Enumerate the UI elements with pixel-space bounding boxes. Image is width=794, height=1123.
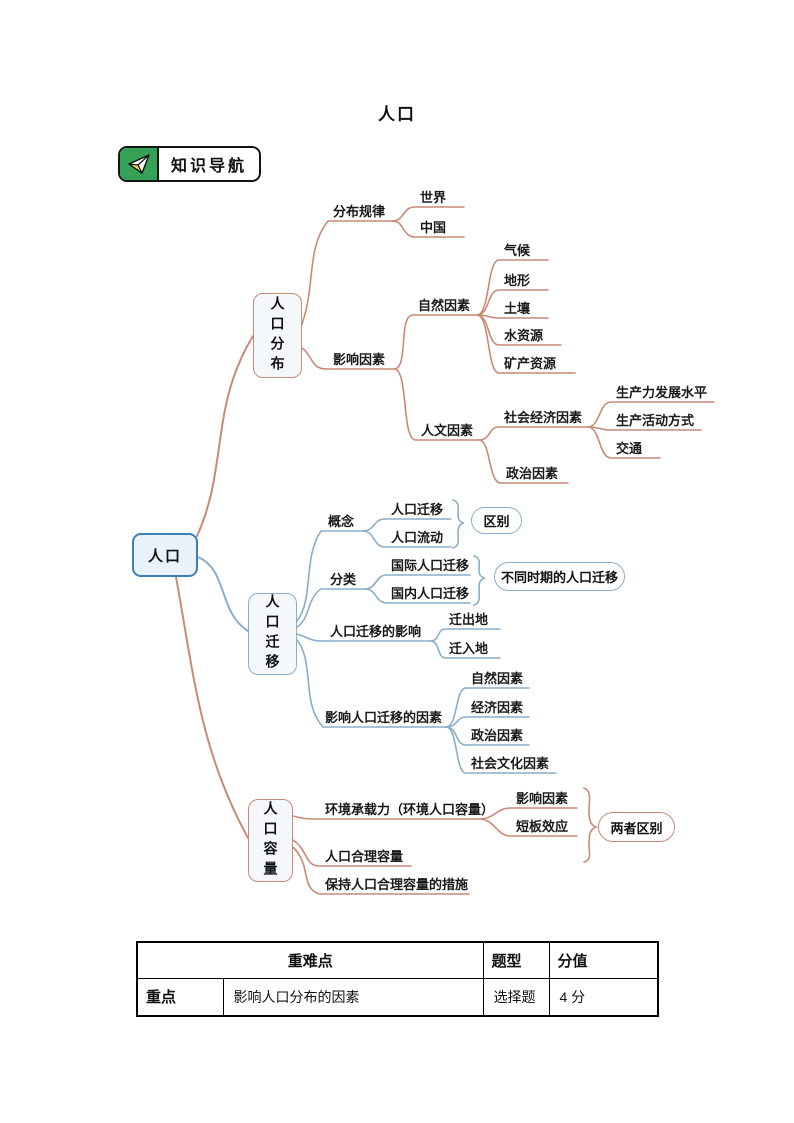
summary-pill-difference: 区别 [471, 507, 522, 534]
node-political-factors-migration: 政治因素 [471, 728, 524, 743]
node-water-resources: 水资源 [504, 328, 544, 343]
node-sociocultural-factors: 社会文化因素 [471, 756, 550, 771]
node-capacity-influencing-factors: 影响因素 [516, 791, 569, 806]
root-node-label: 人口 [147, 547, 182, 565]
header-score: 分值 [548, 941, 659, 979]
summary-pill-two-differences: 两者区别 [598, 812, 675, 842]
node-migration-impact: 人口迁移的影响 [330, 624, 422, 639]
node-migration-factors: 影响人口迁移的因素 [325, 710, 443, 725]
branch-node-label: 人口迁移 [264, 594, 281, 674]
knowledge-nav-badge: 知识导航 [118, 146, 262, 182]
node-terrain: 地形 [504, 273, 531, 288]
page-title: 人口 [378, 105, 416, 124]
node-influencing-factors: 影响因素 [333, 352, 386, 367]
node-mineral-resources: 矿产资源 [504, 356, 557, 371]
summary-pill-migration-periods: 不同时期的人口迁移 [494, 562, 625, 591]
node-population-flow: 人口流动 [391, 530, 444, 545]
paper-plane-icon [120, 148, 159, 180]
node-transport: 交通 [616, 441, 643, 456]
node-population-migration: 人口迁移 [391, 502, 444, 517]
node-distribution-pattern: 分布规律 [333, 204, 386, 219]
node-economic-factors: 经济因素 [471, 700, 524, 715]
node-destination-area: 迁入地 [449, 641, 489, 656]
node-political-factors: 政治因素 [506, 466, 559, 481]
branch-node-population-migration: 人口迁移 [248, 593, 297, 675]
node-natural-factors: 自然因素 [418, 298, 471, 313]
header-question-type: 题型 [482, 941, 550, 979]
node-reasonable-population-capacity: 人口合理容量 [325, 849, 404, 864]
node-domestic-migration: 国内人口迁移 [391, 586, 470, 601]
header-key-difficult-points: 重难点 [136, 941, 484, 979]
node-concept: 概念 [328, 514, 355, 529]
node-productivity-level: 生产力发展水平 [616, 385, 708, 400]
knowledge-nav-label: 知识导航 [171, 158, 248, 175]
node-socioeconomic-factors: 社会经济因素 [504, 410, 583, 425]
cell-category: 重点 [136, 977, 224, 1017]
cell-question-type: 选择题 [482, 977, 550, 1017]
table-header-row: 重难点 题型 分值 [136, 941, 659, 979]
node-world: 世界 [420, 190, 447, 205]
branch-node-label: 人口容量 [262, 800, 279, 881]
table-row: 重点 影响人口分布的因素 选择题 4 分 [136, 977, 659, 1017]
node-production-mode: 生产活动方式 [616, 413, 695, 428]
node-capacity-measures: 保持人口合理容量的措施 [325, 877, 469, 892]
node-china: 中国 [420, 220, 447, 235]
node-human-factors: 人文因素 [421, 423, 474, 438]
node-international-migration: 国际人口迁移 [391, 558, 470, 573]
node-origin-area: 迁出地 [449, 612, 489, 627]
branch-node-population-capacity: 人口容量 [248, 799, 293, 882]
branch-node-label: 人口分布 [269, 295, 286, 376]
key-points-table: 重难点 题型 分值 重点 影响人口分布的因素 选择题 4 分 [136, 941, 659, 1017]
root-node-population: 人口 [132, 533, 198, 577]
node-classification: 分类 [330, 572, 357, 587]
node-environmental-carrying-capacity: 环境承载力（环境人口容量） [325, 802, 495, 817]
node-climate: 气候 [504, 243, 531, 258]
node-soil: 土壤 [504, 301, 531, 316]
node-natural-factors-migration: 自然因素 [471, 671, 524, 686]
cell-score: 4 分 [548, 977, 659, 1017]
cell-content: 影响人口分布的因素 [222, 977, 484, 1017]
branch-node-population-distribution: 人口分布 [253, 293, 302, 378]
node-shortboard-effect: 短板效应 [516, 819, 569, 834]
